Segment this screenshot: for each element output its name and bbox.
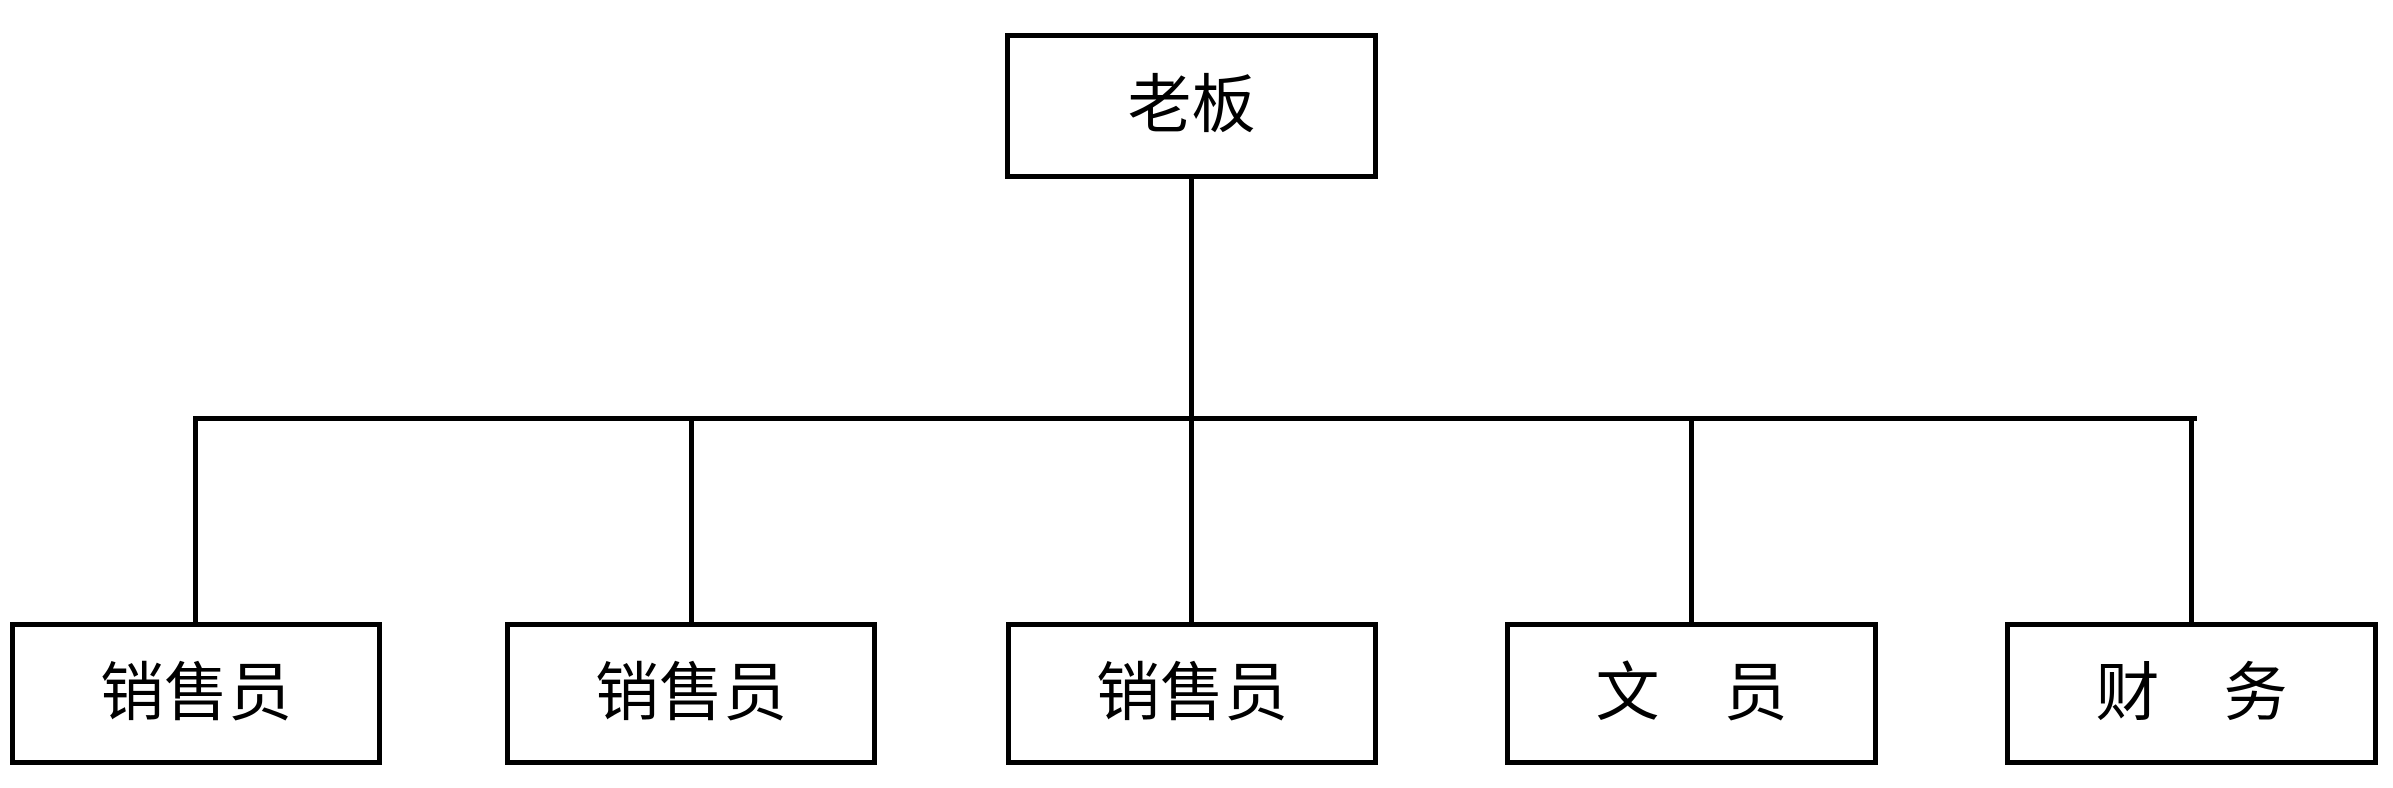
connector-drop-4 bbox=[1689, 416, 1694, 624]
org-node-salesperson-3-label: 销售员 bbox=[1096, 657, 1288, 729]
org-node-salesperson-1: 销售员 bbox=[10, 622, 382, 765]
org-node-finance-label: 财 务 bbox=[2095, 657, 2288, 729]
org-node-boss: 老板 bbox=[1005, 33, 1378, 179]
org-node-clerk: 文 员 bbox=[1505, 622, 1878, 765]
connector-drop-2 bbox=[689, 416, 694, 624]
org-node-salesperson-2-label: 销售员 bbox=[595, 657, 787, 729]
connector-drop-3 bbox=[1189, 416, 1194, 624]
org-node-salesperson-2: 销售员 bbox=[505, 622, 877, 765]
connector-trunk bbox=[193, 416, 2197, 421]
org-node-boss-label: 老板 bbox=[1127, 70, 1256, 141]
org-node-finance: 财 务 bbox=[2005, 622, 2378, 765]
org-node-salesperson-1-label: 销售员 bbox=[100, 657, 292, 729]
org-node-clerk-label: 文 员 bbox=[1595, 657, 1788, 729]
connector-drop-1 bbox=[193, 416, 198, 624]
connector-drop-5 bbox=[2189, 416, 2194, 624]
org-node-salesperson-3: 销售员 bbox=[1006, 622, 1378, 765]
connector-root-stem bbox=[1189, 178, 1194, 418]
